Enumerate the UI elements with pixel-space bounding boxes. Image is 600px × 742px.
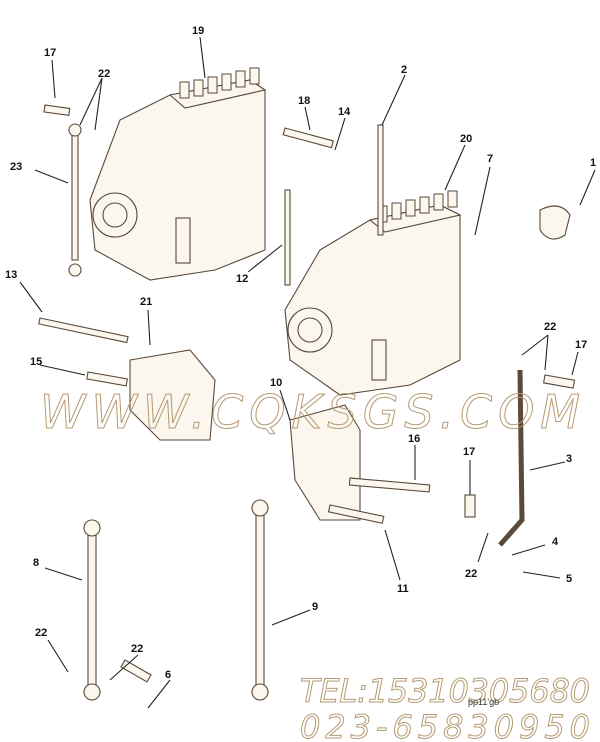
callout-2: 2 xyxy=(401,64,407,76)
callout-4: 4 xyxy=(552,536,559,548)
callout-12: 12 xyxy=(236,273,248,285)
bolts xyxy=(38,104,576,683)
callout-13: 13 xyxy=(5,269,17,281)
fuel-pump-left xyxy=(89,67,267,281)
callout-22: 22 xyxy=(35,627,47,639)
callout-14: 14 xyxy=(338,106,351,118)
callout-17: 17 xyxy=(463,446,475,458)
leader-lines xyxy=(19,36,596,709)
callout-22: 22 xyxy=(98,68,110,80)
callout-20: 20 xyxy=(460,133,472,145)
callout-1: 1 xyxy=(590,157,596,169)
callout-23: 23 xyxy=(10,161,22,173)
callout-8: 8 xyxy=(33,557,39,569)
callout-22: 22 xyxy=(465,568,477,580)
callout-17: 17 xyxy=(575,339,587,351)
fuel-pump-right xyxy=(284,190,462,396)
callout-labels: 17 22 19 23 18 14 2 20 7 1 12 13 21 15 2… xyxy=(5,25,596,681)
bracket-21 xyxy=(129,349,216,441)
callout-9: 9 xyxy=(312,601,318,613)
callout-19: 19 xyxy=(192,25,204,37)
figure-code: pp11'gb xyxy=(468,697,499,707)
callout-5: 5 xyxy=(566,573,572,585)
callout-18: 18 xyxy=(298,95,310,107)
bracket-10 xyxy=(289,404,361,521)
callout-21: 21 xyxy=(140,296,152,308)
callout-22: 22 xyxy=(131,643,143,655)
callout-17: 17 xyxy=(44,47,56,59)
callout-22: 22 xyxy=(544,321,556,333)
callout-6: 6 xyxy=(165,669,171,681)
callout-16: 16 xyxy=(408,433,420,445)
watermark-site: WWW.CQKSGS.COM xyxy=(40,385,580,439)
clamp-1 xyxy=(539,205,571,240)
callout-15: 15 xyxy=(30,356,42,368)
callout-3: 3 xyxy=(566,453,572,465)
callout-7: 7 xyxy=(487,153,493,165)
watermark-phone: 023-65830950 xyxy=(300,708,590,742)
callout-11: 11 xyxy=(397,583,409,595)
watermark-tel: TEL:15310305680 xyxy=(300,672,590,710)
callout-10: 10 xyxy=(270,377,282,389)
